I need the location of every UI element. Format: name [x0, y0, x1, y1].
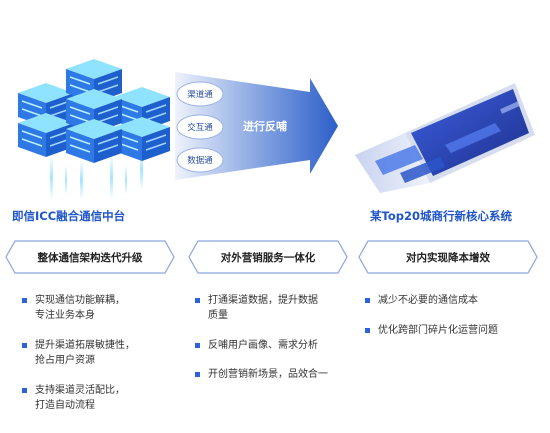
column-title: 对内实现降本增效 — [406, 251, 490, 264]
item-line: 打通渠道数据，提升数据 — [208, 295, 318, 306]
bullet-icon — [365, 298, 370, 303]
item-line: 优化跨部门碎片化运营问题 — [378, 325, 498, 336]
bullet-icon — [195, 372, 200, 377]
item-line: 打造自动流程 — [35, 400, 95, 411]
item-line: 减少不必要的通信成本 — [378, 295, 478, 306]
right-caption: 某Top20城商行新核心系统 — [370, 209, 512, 223]
item-line: 抢占用户资源 — [35, 355, 95, 366]
column-header-architecture: 整体通信架构迭代升级 — [5, 240, 175, 274]
bullet-icon — [22, 388, 27, 393]
list-item: 减少不必要的通信成本 — [365, 293, 540, 308]
benefit-list: 减少不必要的通信成本 优化跨部门碎片化运营问题 — [365, 293, 540, 338]
bullet-icon — [22, 298, 27, 303]
channel-label: 数据通 — [187, 155, 213, 166]
benefit-list: 实现通信功能解耦， 专注业务本身 提升渠道拓展敏捷性， 抢占用户资源 支持渠道灵… — [22, 293, 172, 413]
channel-label: 渠道通 — [187, 89, 213, 100]
item-line: 提升渠道拓展敏捷性， — [35, 340, 135, 351]
channel-bubble: 数据通 — [176, 147, 224, 173]
bullet-icon — [195, 298, 200, 303]
bullet-icon — [195, 343, 200, 348]
column-title: 对外营销服务一体化 — [220, 251, 316, 264]
list-item: 实现通信功能解耦， 专注业务本身 — [22, 293, 172, 323]
list-item: 开创营销新场景，品效合一 — [195, 367, 350, 382]
channel-bubble: 渠道通 — [176, 81, 224, 107]
item-line: 支持渠道灵活配比， — [35, 385, 125, 396]
laptop-illustration — [345, 75, 545, 195]
benefit-list: 打通渠道数据，提升数据 质量 反哺用户画像、需求分析 开创营销新场景，品效合一 — [195, 293, 350, 382]
bullet-icon — [22, 343, 27, 348]
item-line: 开创营销新场景，品效合一 — [208, 369, 328, 380]
channel-label: 交互通 — [187, 122, 213, 133]
list-item: 反哺用户画像、需求分析 — [195, 338, 350, 353]
list-item: 提升渠道拓展敏捷性， 抢占用户资源 — [22, 338, 172, 368]
server-illustration — [10, 55, 180, 205]
item-line: 质量 — [208, 310, 228, 321]
list-item: 支持渠道灵活配比， 打造自动流程 — [22, 383, 172, 413]
channel-bubble: 交互通 — [176, 114, 224, 140]
item-line: 反哺用户画像、需求分析 — [208, 340, 318, 351]
bullet-icon — [365, 328, 370, 333]
left-caption: 即信ICC融合通信中台 — [12, 209, 126, 223]
column-header-marketing: 对外营销服务一体化 — [188, 240, 348, 274]
column-header-cost: 对内实现降本增效 — [358, 240, 538, 274]
list-item: 打通渠道数据，提升数据 质量 — [195, 293, 350, 323]
item-line: 实现通信功能解耦， — [35, 295, 125, 306]
arrow-label: 进行反哺 — [243, 119, 287, 133]
list-item: 优化跨部门碎片化运营问题 — [365, 323, 540, 338]
item-line: 专注业务本身 — [35, 310, 95, 321]
column-title: 整体通信架构迭代升级 — [37, 251, 143, 264]
feedback-arrow: 渠道通 交互通 数据通 进行反哺 — [170, 70, 340, 190]
